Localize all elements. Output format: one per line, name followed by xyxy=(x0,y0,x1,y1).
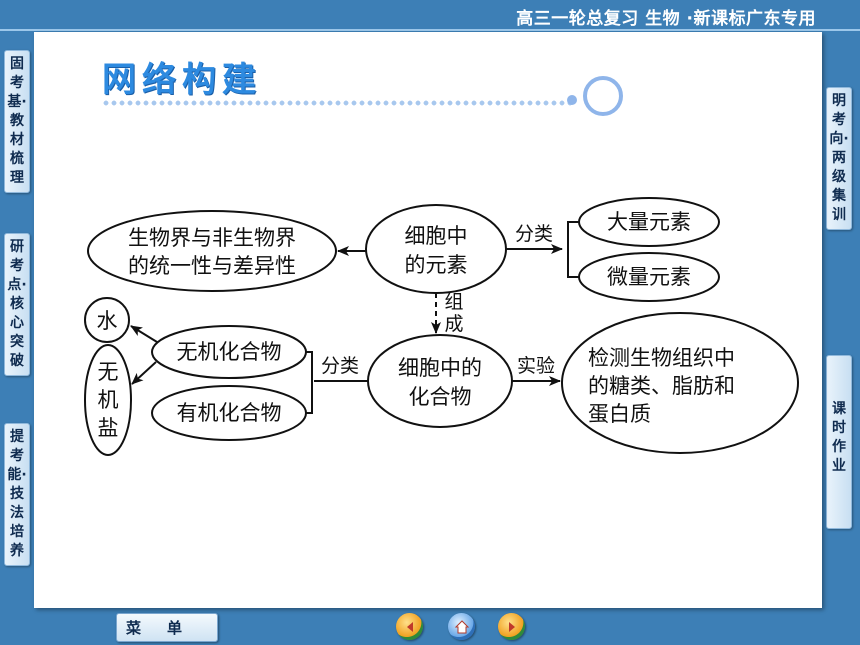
tab-skills-label: 提考能·技法培养 xyxy=(7,429,27,559)
label-compose-1: 组 xyxy=(444,291,463,313)
tab-practice[interactable]: 明考向·两级集训 xyxy=(826,87,852,230)
back-icon[interactable] xyxy=(396,613,423,640)
menu-button-label: 菜单 xyxy=(125,619,208,637)
node-unity xyxy=(87,210,337,292)
node-detection xyxy=(561,312,799,454)
heading-dotted-line xyxy=(102,100,572,106)
house-glyph xyxy=(454,619,469,633)
tab-basics[interactable]: 固考基·教材梳理 xyxy=(4,50,30,193)
home-icon[interactable] xyxy=(448,613,475,640)
node-compounds-line1: 细胞中的 xyxy=(398,356,482,380)
forward-arrow-glyph xyxy=(508,621,515,632)
node-salt-line2: 机 xyxy=(98,388,119,412)
header-divider xyxy=(0,29,860,31)
label-classify-bottom: 分类 xyxy=(321,355,359,377)
node-micro-text: 微量元素 xyxy=(607,265,691,289)
concept-map: 生物界与非生物界 的统一性与差异性 细胞中 的元素 大量元素 微量元素 水 无 … xyxy=(84,197,799,456)
label-classify-top: 分类 xyxy=(515,223,553,245)
tab-key-points[interactable]: 研考点·核心突破 xyxy=(4,233,30,376)
node-compounds-line2: 化合物 xyxy=(409,385,472,409)
tab-skills[interactable]: 提考能·技法培养 xyxy=(4,423,30,566)
node-detection-line2: 的糖类、脂肪和 xyxy=(588,374,735,398)
node-macro-text: 大量元素 xyxy=(607,210,691,234)
tab-homework-label: 课时作业 xyxy=(832,401,846,474)
edge-inorganic-to-water xyxy=(130,325,158,343)
node-unity-line1: 生物界与非生物界 xyxy=(128,226,296,250)
node-unity-line2: 的统一性与差异性 xyxy=(128,254,296,278)
node-water-text: 水 xyxy=(97,309,118,333)
node-salt-line3: 盐 xyxy=(98,416,119,440)
tab-key-points-label: 研考点·核心突破 xyxy=(7,239,27,369)
tab-homework[interactable]: 课时作业 xyxy=(826,355,852,529)
slide-heading: 网络构建 xyxy=(102,60,262,100)
bracket-compounds xyxy=(306,351,313,414)
node-inorganic-text: 无机化合物 xyxy=(177,340,282,364)
back-arrow-glyph xyxy=(406,621,413,632)
slide-content: 网络构建 生物界与非生物界 的统一性与差异性 细胞中 xyxy=(34,32,822,608)
bracket-elements xyxy=(567,221,579,278)
node-detection-line1: 检测生物组织中 xyxy=(588,346,735,370)
label-experiment: 实验 xyxy=(517,355,555,377)
node-compounds xyxy=(367,334,513,428)
header-title: 高三一轮总复习 生物 ·新课标广东专用 xyxy=(516,9,816,29)
node-salt-line1: 无 xyxy=(98,360,119,384)
node-organic-text: 有机化合物 xyxy=(177,401,282,425)
node-elements-line1: 细胞中 xyxy=(405,224,468,248)
tab-basics-label: 固考基·教材梳理 xyxy=(7,56,27,186)
node-elements-line2: 的元素 xyxy=(405,253,468,277)
heading-dot-decoration xyxy=(567,95,577,105)
node-water xyxy=(84,297,130,343)
heading-ring-decoration xyxy=(583,76,623,116)
node-detection-line3: 蛋白质 xyxy=(588,402,651,426)
node-salt xyxy=(84,344,132,456)
tab-practice-label: 明考向·两级集训 xyxy=(829,93,849,223)
label-compose-2: 成 xyxy=(444,313,463,335)
node-elements xyxy=(365,204,507,294)
forward-icon[interactable] xyxy=(498,613,525,640)
menu-button[interactable]: 菜单 xyxy=(116,613,218,642)
edge-inorganic-to-salt xyxy=(131,361,157,385)
